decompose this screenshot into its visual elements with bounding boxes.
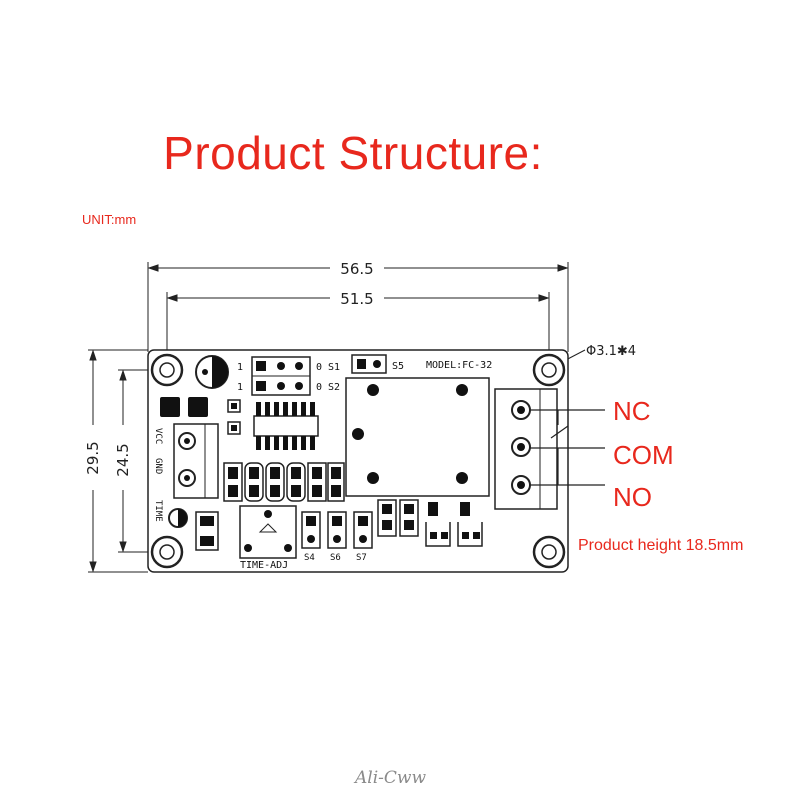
jumper-header-s1-s2 bbox=[251, 356, 311, 396]
smd-pads-bottom-left bbox=[195, 511, 219, 551]
ic-chip bbox=[253, 402, 319, 450]
mounting-hole-bottom-right bbox=[532, 535, 566, 569]
label-s1: S1 bbox=[328, 362, 340, 373]
dimension-hole-spacing-x-label: 51.5 bbox=[340, 290, 373, 308]
mounting-hole-top-left bbox=[150, 353, 184, 387]
page-title: Product Structure: bbox=[163, 127, 543, 179]
hole-spec-label: Φ3.1✱4 bbox=[586, 344, 636, 359]
terminal-leader-lines bbox=[530, 409, 605, 486]
model-label: MODEL:FC-32 bbox=[426, 360, 492, 371]
label-gnd: GND bbox=[153, 458, 163, 474]
smd-pads-bottom-right bbox=[377, 499, 483, 547]
time-led bbox=[168, 508, 188, 528]
potentiometer bbox=[239, 505, 297, 559]
mounting-hole-bottom-left bbox=[150, 535, 184, 569]
product-height-note: Product height 18.5mm bbox=[578, 537, 744, 554]
watermark: Ali-Cww bbox=[355, 768, 427, 788]
mounting-hole-top-right bbox=[532, 353, 566, 387]
label-s5: S5 bbox=[392, 361, 404, 372]
dimension-width-outer bbox=[147, 262, 569, 352]
jumper-s5 bbox=[351, 354, 387, 374]
terminal-label-nc: NC bbox=[613, 396, 651, 426]
dimension-hole-spacing-x bbox=[166, 292, 550, 360]
unit-label: UNIT:mm bbox=[82, 212, 137, 227]
label-zero-top: 0 bbox=[316, 362, 322, 373]
terminal-label-no: NO bbox=[613, 482, 652, 512]
label-time-adj: TIME-ADJ bbox=[240, 560, 288, 571]
power-terminal-block bbox=[173, 423, 219, 499]
label-zero-bottom: 0 bbox=[316, 382, 322, 393]
terminal-label-com: COM bbox=[613, 440, 674, 470]
label-one-top: 1 bbox=[237, 362, 243, 373]
dimension-height-outer bbox=[88, 349, 148, 573]
capacitor bbox=[195, 355, 229, 389]
label-vcc: VCC bbox=[153, 428, 163, 444]
label-s6: S6 bbox=[330, 553, 341, 563]
jumper-s4-s6-s7 bbox=[301, 511, 373, 549]
smd-pads-left bbox=[160, 397, 241, 435]
label-time: TIME bbox=[153, 500, 163, 522]
resistor-row bbox=[223, 462, 345, 502]
dimension-height-outer-label: 29.5 bbox=[84, 441, 102, 474]
label-s2: S2 bbox=[328, 382, 340, 393]
output-terminal-block bbox=[494, 388, 558, 510]
dimension-width-outer-label: 56.5 bbox=[340, 260, 373, 278]
label-s4: S4 bbox=[304, 553, 315, 563]
label-one-bottom: 1 bbox=[237, 382, 243, 393]
label-s7: S7 bbox=[356, 553, 367, 563]
dimension-hole-spacing-y-label: 24.5 bbox=[114, 443, 132, 476]
relay bbox=[345, 377, 490, 497]
